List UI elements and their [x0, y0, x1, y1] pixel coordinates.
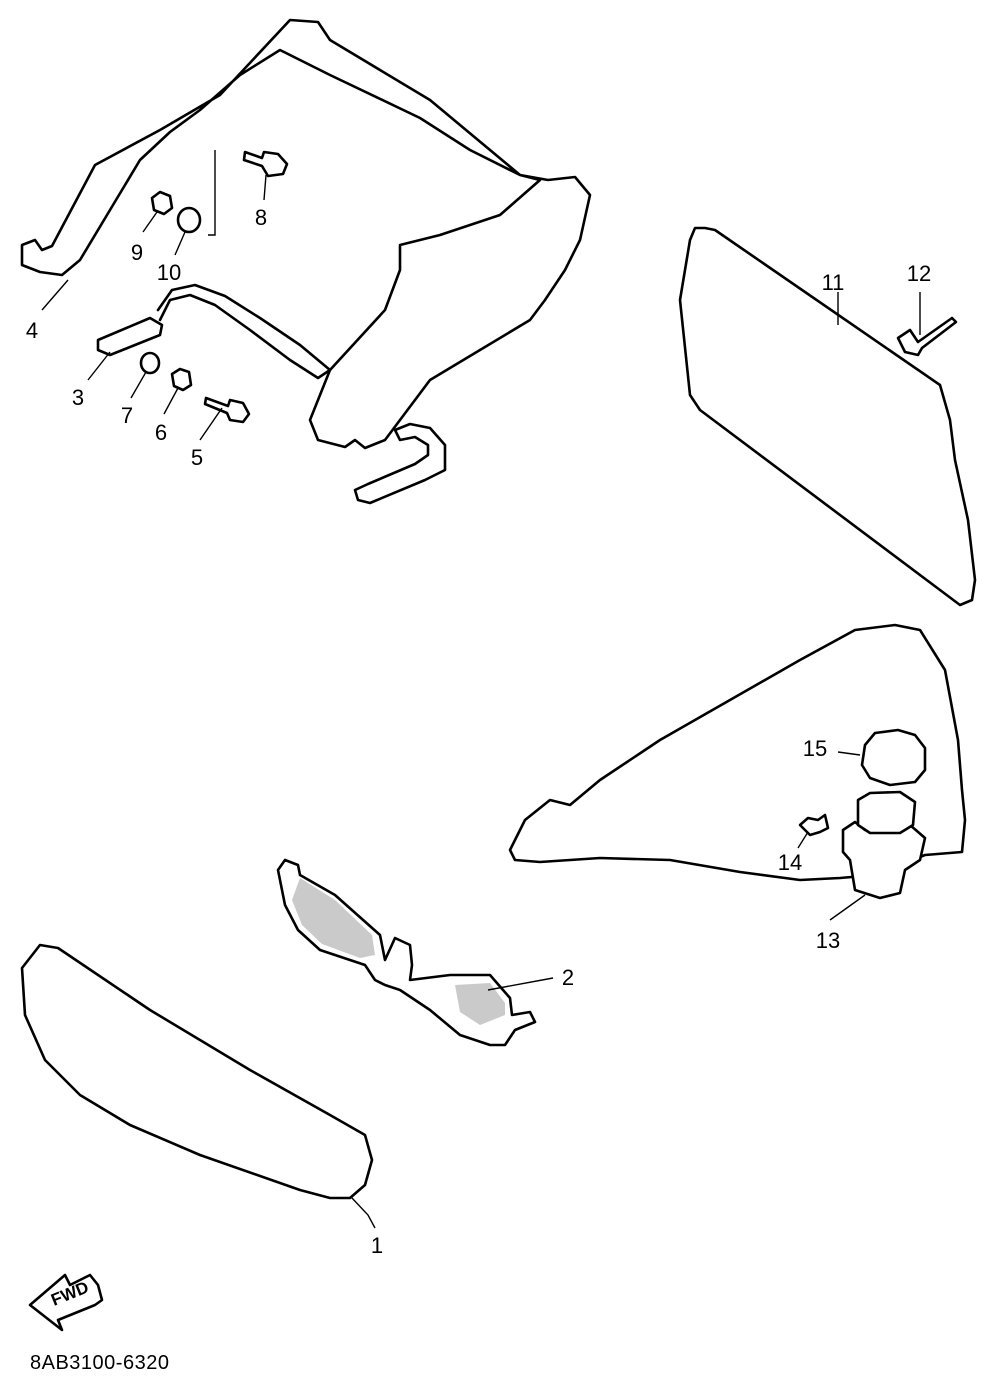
callout-6: 6 — [155, 420, 167, 445]
diagram-code: 8AB3100-6320 — [30, 1352, 170, 1374]
callout-14: 14 — [778, 850, 802, 875]
part-2-reflector-bracket — [276, 858, 537, 1047]
part-10-washer — [176, 206, 202, 234]
callout-10: 10 — [157, 260, 181, 285]
part-8-bolt — [242, 150, 289, 178]
callout-3: 3 — [72, 385, 84, 410]
part-15-bulb-cap — [860, 728, 927, 787]
callout-15: 15 — [803, 736, 827, 761]
callout-5: 5 — [191, 445, 203, 470]
part-3-tube-bracket — [96, 283, 447, 505]
fwd-arrow: FWD — [28, 1273, 104, 1332]
callout-4: 4 — [26, 318, 38, 343]
callout-1: 1 — [371, 1233, 383, 1258]
callout-12: 12 — [907, 261, 931, 286]
part-7-washer — [139, 351, 161, 375]
part-6-nut — [170, 367, 193, 392]
part-5-bolt — [203, 396, 251, 424]
part-9-nut — [150, 190, 174, 216]
leader-lines — [41, 150, 921, 1229]
part-13-socket — [841, 790, 927, 900]
part-1-rear-cowl — [20, 943, 374, 1200]
callout-9: 9 — [131, 240, 143, 265]
callout-13: 13 — [816, 928, 840, 953]
part-14-clip — [798, 813, 830, 837]
callout-labels: 1 2 3 4 5 6 7 8 9 10 11 12 13 14 15 — [26, 205, 931, 1258]
callout-7: 7 — [121, 403, 133, 428]
part-12-screw — [896, 316, 958, 357]
callout-11: 11 — [822, 270, 845, 295]
callout-8: 8 — [255, 205, 267, 230]
callout-2: 2 — [562, 965, 574, 990]
part-11-plate-panel — [678, 226, 977, 607]
part-4-rear-frame — [20, 18, 592, 450]
tail-lamp-housing — [508, 623, 967, 882]
